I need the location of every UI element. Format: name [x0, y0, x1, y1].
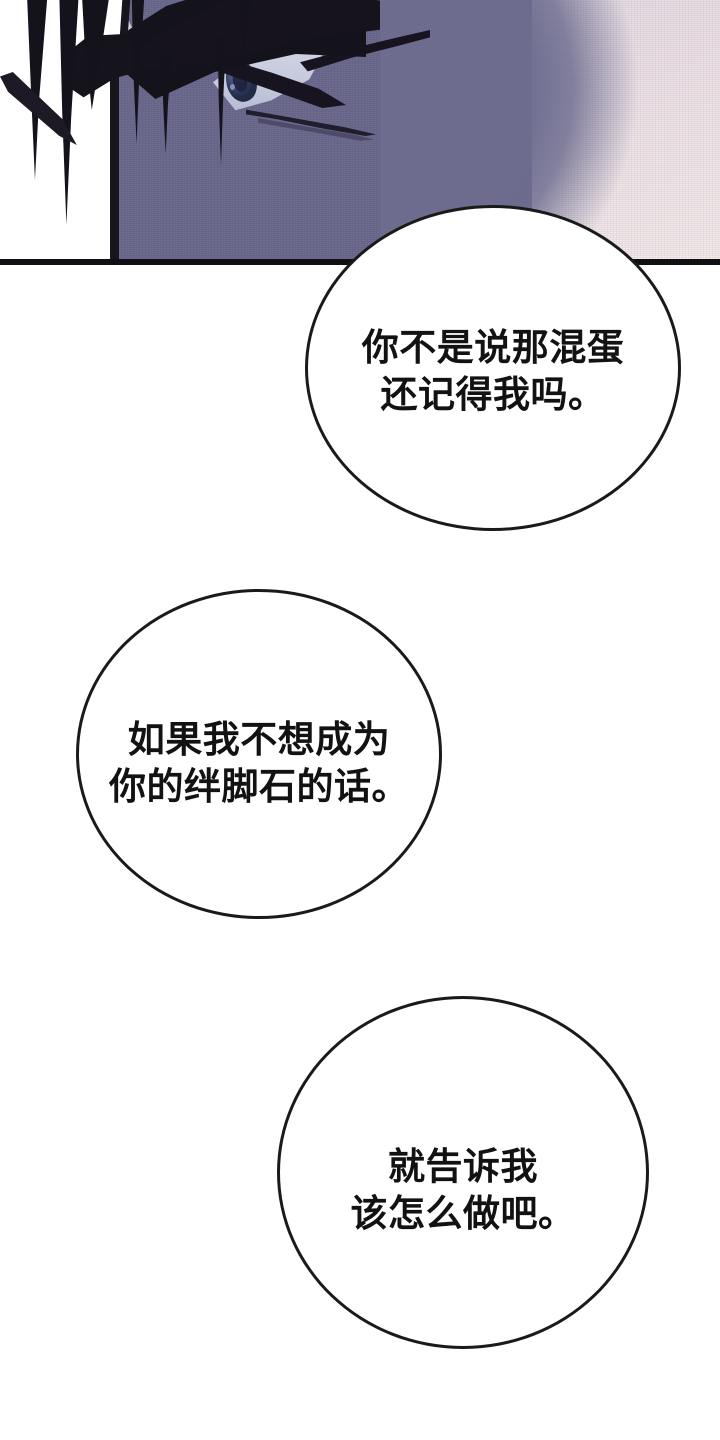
- speech-bubble-text: 如果我不想成为 你的绊脚石的话。: [109, 719, 409, 807]
- speech-bubble-text: 就告诉我 该怎么做吧。: [350, 1145, 576, 1234]
- speech-bubble: 你不是说那混蛋 还记得我吗。: [305, 205, 681, 531]
- hair-strand: [217, 36, 227, 166]
- eye-secondary-glint: [230, 84, 235, 90]
- speech-bubble: 就告诉我 该怎么做吧。: [277, 996, 649, 1349]
- comic-panel-artwork: [0, 0, 720, 265]
- hair-strand: [240, 0, 252, 56]
- hair-strand: [161, 56, 172, 154]
- face-contour-line: [110, 0, 119, 260]
- speech-bubble-text: 你不是说那混蛋 还记得我吗。: [361, 327, 625, 415]
- speech-bubble: 如果我不想成为 你的绊脚石的话。: [76, 589, 442, 919]
